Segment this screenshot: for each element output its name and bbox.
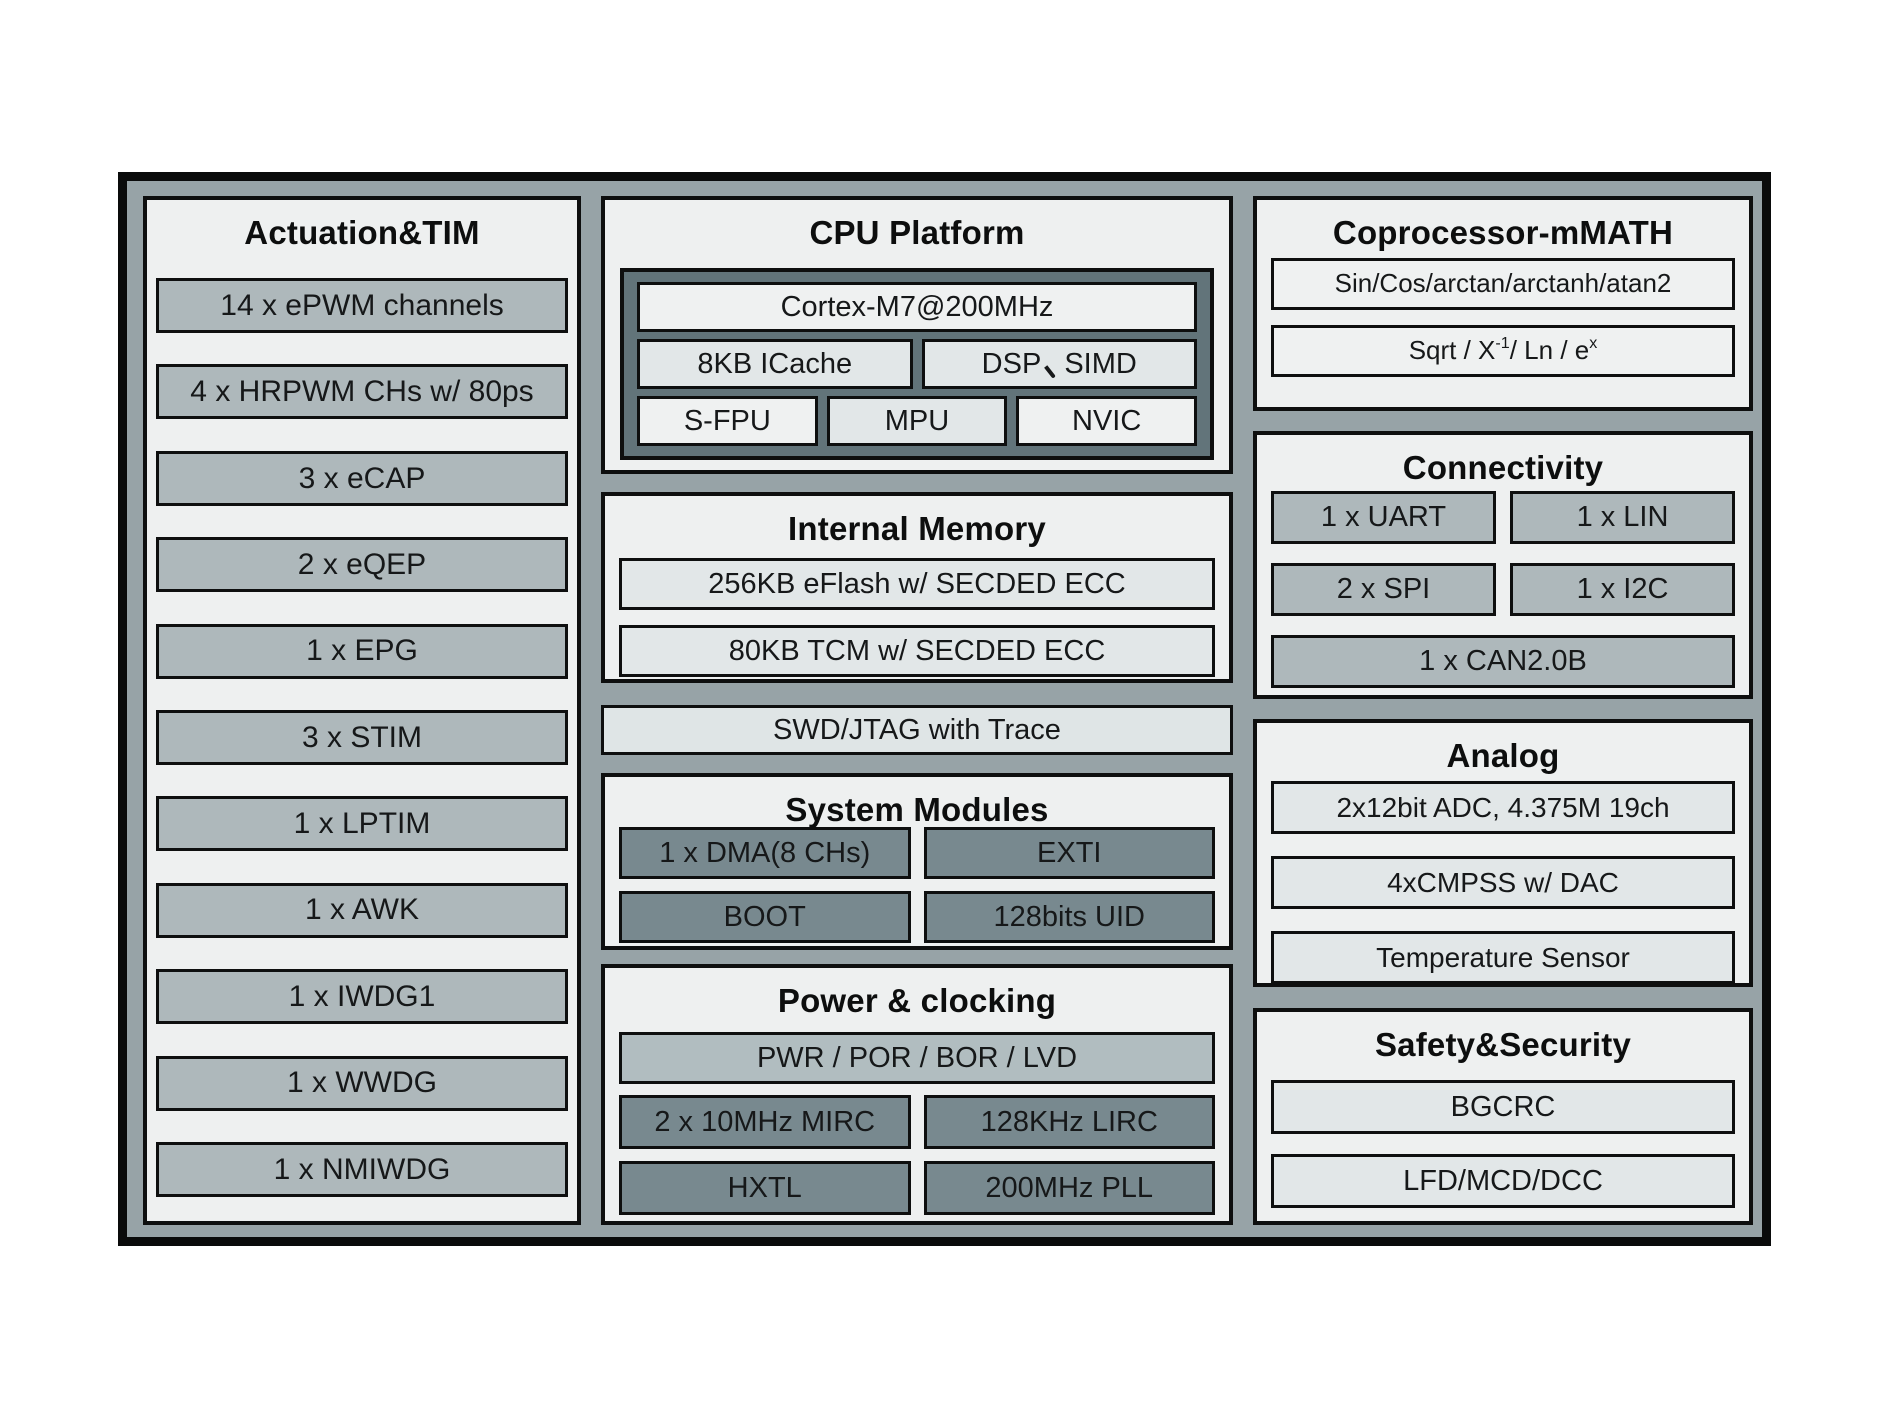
block-adc: 2x12bit ADC, 4.375M 19ch [1271,781,1735,834]
block-uid: 128bits UID [923,891,1215,943]
block-eqep: 2 x eQEP [156,537,568,593]
block-tcm: 80KB TCM w/ SECDED ECC [619,625,1215,677]
block-spi: 2 x SPI [1271,563,1496,616]
panel-safety-security: Safety&Security BGCRC LFD/MCD/DCC [1253,1008,1753,1225]
panel-title-safety-security: Safety&Security [1374,1026,1632,1063]
block-bgcrc: BGCRC [1271,1080,1735,1134]
block-cmpss: 4xCMPSS w/ DAC [1271,856,1735,909]
block-sfpu: S-FPU [637,396,818,446]
block-nvic: NVIC [1016,396,1197,446]
panel-title-analog: Analog [1446,737,1560,774]
block-pll: 200MHz PLL [923,1161,1215,1215]
system-modules-body: 1 x DMA(8 CHs) EXTI BOOT 128bits UID [619,827,1215,943]
block-hxtl: HXTL [619,1161,911,1215]
block-epwm-channels: 14 x ePWM channels [156,278,568,333]
panel-connectivity: Connectivity 1 x UART 1 x LIN 2 x SPI 1 … [1253,431,1753,699]
panel-actuation-tim: Actuation&TIM 14 x ePWM channels 4 x HRP… [143,196,581,1225]
inverse-exponent: -1 [1495,334,1510,353]
cpu-row-fpu-mpu-nvic: S-FPU MPU NVIC [637,396,1197,446]
block-pwr-por-bor-lvd: PWR / POR / BOR / LVD [619,1032,1215,1084]
block-lfd-mcd-dcc: LFD/MCD/DCC [1271,1154,1735,1208]
panel-system-modules: System Modules 1 x DMA(8 CHs) EXTI BOOT … [601,773,1233,950]
block-mpu: MPU [826,396,1008,446]
panel-cpu-platform: CPU Platform Cortex-M7@200MHz 8KB ICache… [601,196,1233,474]
block-cortex-core: Cortex-M7@200MHz [637,282,1197,332]
analog-body: 2x12bit ADC, 4.375M 19ch 4xCMPSS w/ DAC … [1271,781,1735,984]
cpu-core-container: Cortex-M7@200MHz 8KB ICache DSP SIMD S-FP… [620,268,1214,460]
panel-title-connectivity: Connectivity [1402,449,1604,486]
block-ecap: 3 x eCAP [156,450,568,506]
safety-security-body: BGCRC LFD/MCD/DCC [1271,1080,1735,1208]
block-can: 1 x CAN2.0B [1271,635,1735,688]
chip-diagram-frame: Actuation&TIM 14 x ePWM channels 4 x HRP… [118,172,1771,1246]
block-dsp-simd: DSP SIMD [921,339,1197,389]
block-awk: 1 x AWK [156,882,568,938]
coprocessor-body: Sin/Cos/arctan/arctanh/atan2 Sqrt / X-1 … [1271,258,1735,377]
dsp-label: DSP [981,347,1042,380]
connectivity-body: 1 x UART 1 x LIN 2 x SPI 1 x I2C 1 x CAN… [1271,491,1735,688]
block-nmiwdg: 1 x NMIWDG [156,1141,568,1197]
cpu-row-cache-dsp: 8KB ICache DSP SIMD [637,339,1197,389]
block-mirc: 2 x 10MHz MIRC [619,1095,911,1149]
panel-title-actuation-tim: Actuation&TIM [244,214,480,251]
block-i2c: 1 x I2C [1510,563,1735,616]
power-clocking-body: PWR / POR / BOR / LVD 2 x 10MHz MIRC 128… [619,1032,1215,1215]
panel-analog: Analog 2x12bit ADC, 4.375M 19ch 4xCMPSS … [1253,719,1753,987]
block-swd-jtag-trace: SWD/JTAG with Trace [601,705,1233,755]
simd-label: SIMD [1064,347,1137,380]
panel-coprocessor-mmath: Coprocessor-mMATH Sin/Cos/arctan/arctanh… [1253,196,1753,411]
block-iwdg1: 1 x IWDG1 [156,969,568,1025]
ideographic-comma-mark [1044,365,1057,379]
x-exponent: x [1589,334,1598,353]
block-eflash: 256KB eFlash w/ SECDED ECC [619,558,1215,610]
panel-title-cpu-platform: CPU Platform [809,214,1025,251]
panel-title-power-clocking: Power & clocking [777,982,1057,1019]
block-trig-functions: Sin/Cos/arctan/arctanh/atan2 [1271,258,1735,310]
block-lptim: 1 x LPTIM [156,796,568,852]
panel-title-coprocessor-mmath: Coprocessor-mMATH [1332,214,1674,251]
block-stim: 3 x STIM [156,709,568,765]
block-exti: EXTI [923,827,1215,879]
block-dma: 1 x DMA(8 CHs) [619,827,911,879]
block-hrpwm: 4 x HRPWM CHs w/ 80ps [156,364,568,420]
actuation-item-stack: 14 x ePWM channels 4 x HRPWM CHs w/ 80ps… [156,278,568,1197]
block-boot: BOOT [619,891,911,943]
block-epg: 1 x EPG [156,623,568,679]
block-lirc: 128KHz LIRC [923,1095,1215,1149]
block-lin: 1 x LIN [1510,491,1735,544]
internal-memory-body: 256KB eFlash w/ SECDED ECC 80KB TCM w/ S… [619,558,1215,677]
block-wwdg: 1 x WWDG [156,1055,568,1111]
block-icache: 8KB ICache [637,339,913,389]
ln-e-part: / Ln / e [1509,335,1590,366]
panel-internal-memory: Internal Memory 256KB eFlash w/ SECDED E… [601,492,1233,683]
sqrt-part: Sqrt / X [1408,335,1496,366]
panel-title-internal-memory: Internal Memory [788,510,1046,547]
block-temp-sensor: Temperature Sensor [1271,931,1735,984]
panel-power-clocking: Power & clocking PWR / POR / BOR / LVD 2… [601,964,1233,1225]
panel-title-system-modules: System Modules [785,791,1049,828]
block-uart: 1 x UART [1271,491,1496,544]
